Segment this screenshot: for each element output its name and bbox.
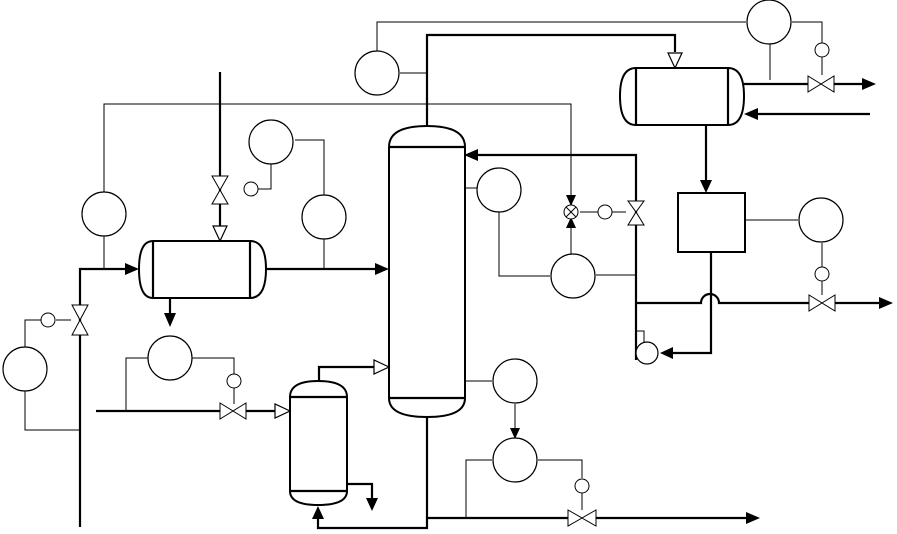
- steam-flow-controller: [248, 119, 294, 165]
- condenser-control-valve: [807, 42, 835, 93]
- distillation-column: [388, 124, 466, 419]
- reflux-control-valve: [597, 200, 645, 226]
- steam-control-valve: [211, 175, 259, 205]
- reboiler-temperature-controller: [147, 335, 193, 381]
- process-lines: [78, 33, 880, 530]
- reflux-drum: [677, 192, 746, 253]
- flow-arrows: [125, 52, 893, 524]
- reboiler-drum: [289, 379, 348, 507]
- bottoms-level-controller: [492, 437, 538, 483]
- reflux-drum-level-controller: [798, 197, 844, 243]
- preheater-temperature-controller: [81, 191, 127, 237]
- overhead-condenser: [618, 67, 746, 126]
- control-valves: [40, 42, 836, 527]
- heating-control-valve: [219, 373, 247, 420]
- instrument-bubbles: [2, 0, 844, 483]
- distillate-control-valve: [808, 266, 836, 312]
- bottoms-control-valve: [567, 478, 597, 527]
- column-temperature-transmitter: [476, 167, 522, 213]
- reflux-pump: [635, 330, 659, 365]
- feed-preheater: [137, 240, 268, 299]
- preheater-outlet-temperature: [301, 194, 347, 240]
- summing-junction: [563, 204, 579, 220]
- feed-level-controller: [2, 346, 48, 392]
- reflux-flow-controller: [550, 253, 596, 299]
- signal-lines: [24, 21, 823, 518]
- top-pressure-indicator: [354, 50, 400, 96]
- condenser-pressure-controller: [746, 0, 792, 45]
- feed-control-valve: [40, 304, 89, 336]
- column-bottom-level-transmitter: [492, 358, 538, 404]
